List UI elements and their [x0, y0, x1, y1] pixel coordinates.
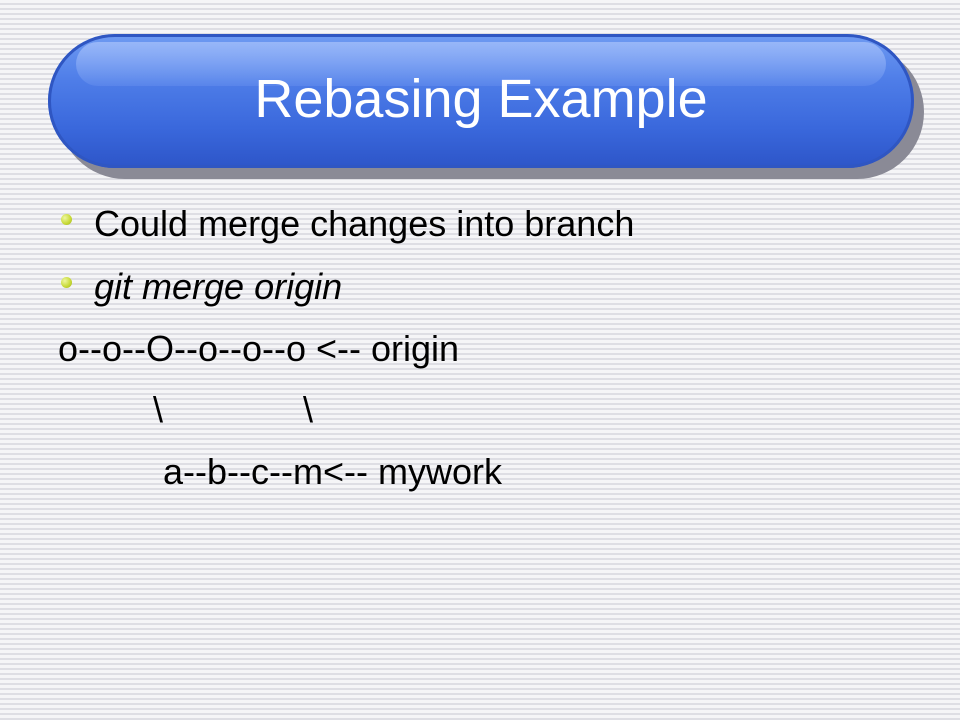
title-bar: Rebasing Example — [48, 34, 914, 168]
bullet-dot-icon — [61, 214, 72, 225]
slide-title: Rebasing Example — [254, 69, 708, 129]
bullet-item-1: Could merge changes into branch — [94, 203, 635, 244]
diagram-line-branch-connectors: \ \ — [153, 389, 314, 430]
bullet-item-2: git merge origin — [94, 266, 343, 307]
diagram-line-mywork: a--b--c--m<-- mywork — [163, 451, 502, 492]
bullet-dot-icon — [61, 277, 72, 288]
title-bar-gloss — [76, 42, 886, 86]
diagram-line-origin: o--o--O--o--o--o <-- origin — [58, 328, 460, 369]
